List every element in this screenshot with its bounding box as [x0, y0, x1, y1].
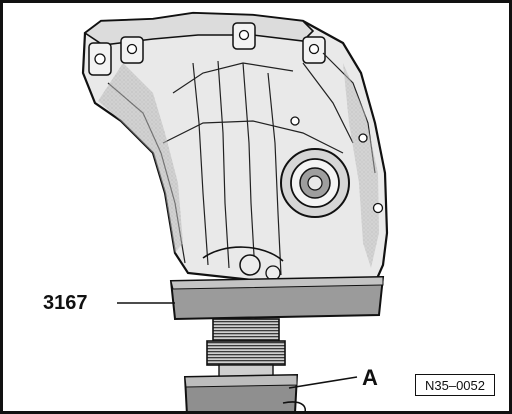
tool-a-block — [183, 373, 307, 411]
gear-shaft — [206, 318, 286, 378]
support-plate-3167 — [169, 275, 385, 321]
callout-3167: 3167 — [43, 292, 88, 314]
leader-line-a — [288, 376, 358, 389]
gearbox-housing — [81, 11, 389, 287]
transmission-illustration — [81, 11, 389, 411]
figure-code-box: N35–0052 — [415, 374, 495, 396]
callout-a: A — [362, 365, 378, 390]
